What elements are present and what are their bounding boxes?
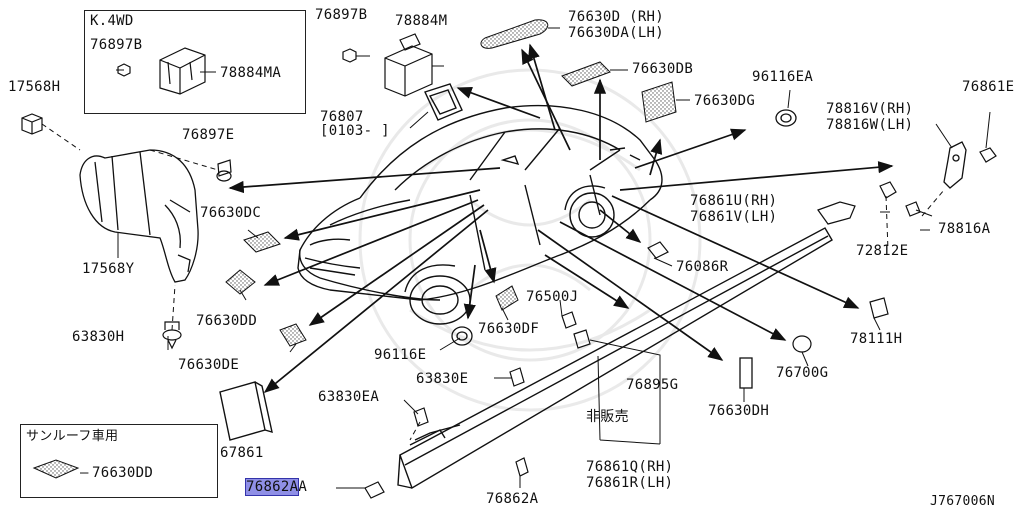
leader-lines [41,27,991,489]
part-label-67861[interactable]: 67861 [220,445,264,461]
screw-76862A-sel [364,481,385,499]
screw-76897E [216,159,232,182]
part-label-76862A-selected[interactable]: 76862AA [244,478,308,496]
part-label-76897B-box[interactable]: 76897B [90,37,143,53]
clip-76861U [817,201,856,225]
part-label-76086R[interactable]: 76086R [676,259,729,275]
part-label-76630DA[interactable]: 76630DA(LH) [568,25,665,41]
clip-76700G [792,335,812,353]
watermark-seal [358,68,702,412]
part-label-78816W[interactable]: 78816W(LH) [826,117,914,133]
side-sill-molding [397,227,833,490]
fender-liner [79,149,199,283]
part-label-76630DD-sunroof[interactable]: 76630DD [92,465,154,481]
sensor-78884M [384,33,433,97]
part-label-76630DF[interactable]: 76630DF [478,321,540,337]
clip-76895G [573,329,591,349]
sensor-78884MA [159,47,206,95]
bracket-78816V [943,141,967,189]
nut-76897B-box [117,63,131,77]
grommet-96116EA [775,109,797,127]
part-label-76700G[interactable]: 76700G [776,365,829,381]
not-sold-label: 非販売 [586,409,629,425]
clip-63830E [509,367,525,387]
part-label-78884MA[interactable]: 78884MA [220,65,282,81]
clip-17568H [21,113,43,135]
nut-76897B [342,48,357,63]
sunroof-box [20,424,218,498]
clip-78111H [869,297,889,319]
selected-highlight: 76862A [244,478,300,496]
k4wd-box-title: K.4WD [90,13,134,29]
part-label-63830E[interactable]: 63830E [416,371,469,387]
part-label-76630DD[interactable]: 76630DD [196,313,258,329]
sunroof-box-title: サンルーフ車用 [26,429,119,444]
part-label-76861V[interactable]: 76861V(LH) [690,209,778,225]
clip-63830EA [413,407,429,427]
part-label-78111H[interactable]: 78111H [850,331,903,347]
part-label-76861R[interactable]: 76861R(LH) [586,475,674,491]
part-label-76630DG[interactable]: 76630DG [694,93,756,109]
part-label-76897B[interactable]: 76897B [315,7,368,23]
car-body [297,104,663,325]
part-label-76807[interactable]: 76807 [320,109,364,125]
part-label-76861Q[interactable]: 76861Q(RH) [586,459,674,475]
diagram-code: J767006N [930,494,996,509]
part-label-72812E[interactable]: 72812E [856,243,909,259]
clip-72812E [879,181,897,199]
grommet-96116E [451,326,473,346]
part-label-63830H[interactable]: 63830H [72,329,125,345]
pointer-arrows [228,43,894,393]
part-label-76807-range: [0103- ] [320,123,390,139]
part-label-78884M[interactable]: 78884M [395,13,448,29]
part-label-76862A[interactable]: 76862A [486,491,539,507]
part-label-76897E[interactable]: 76897E [182,127,235,143]
sticker-shapes [32,19,677,479]
part-label-76630DB[interactable]: 76630DB [632,61,694,77]
part-label-78816A[interactable]: 78816A [938,221,991,237]
part-label-78816V[interactable]: 78816V(RH) [826,101,914,117]
part-label-76861E[interactable]: 76861E [962,79,1015,95]
block-76630DH [739,357,753,389]
part-label-76861U[interactable]: 76861U(RH) [690,193,778,209]
part-label-76630DC[interactable]: 76630DC [200,205,262,221]
part-label-96116EA[interactable]: 96116EA [752,69,814,85]
sunroof-leader-dash: — [80,465,89,481]
part-label-76630DE[interactable]: 76630DE [178,357,240,373]
selected-label-suffix: A [298,479,308,495]
k4wd-box [84,10,306,114]
part-label-76500J[interactable]: 76500J [526,289,579,305]
pad-67861 [219,381,273,441]
clip-76862A [515,457,529,477]
clip-76500J [561,311,577,329]
part-label-76630DH[interactable]: 76630DH [708,403,770,419]
part-label-96116E[interactable]: 96116E [374,347,427,363]
part-label-76630D[interactable]: 76630D (RH) [568,9,665,25]
part-label-17568H[interactable]: 17568H [8,79,61,95]
part-label-63830EA[interactable]: 63830EA [318,389,380,405]
part-label-76895G[interactable]: 76895G [626,377,679,393]
gasket-76807 [424,83,463,121]
plug-76086R [647,241,669,259]
part-label-17568Y[interactable]: 17568Y [82,261,135,277]
clip-76861E [979,147,997,163]
